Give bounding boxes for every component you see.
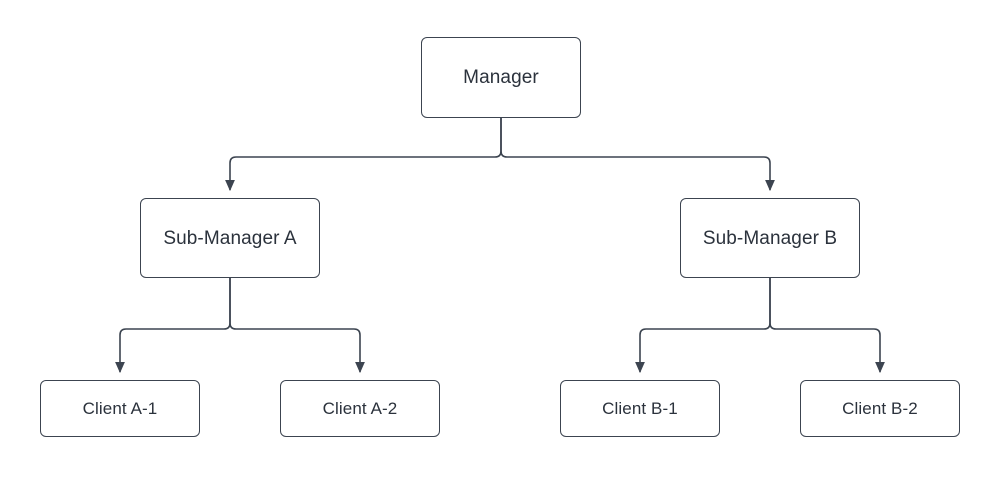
node-label-manager: Manager	[463, 67, 539, 88]
node-label-sub-manager-b: Sub-Manager B	[702, 227, 838, 249]
connector-manager-to-sub-manager-b[interactable]	[500, 118, 775, 192]
node-client-b-1[interactable]: Client B-1	[560, 380, 720, 437]
connector-sub-manager-b-to-client-b-1[interactable]	[635, 278, 771, 374]
node-client-b-2[interactable]: Client B-2	[800, 380, 960, 437]
node-sub-manager-a[interactable]: Sub-Manager A	[140, 198, 320, 278]
connector-sub-manager-a-to-client-a-2[interactable]	[229, 278, 365, 374]
node-sub-manager-b[interactable]: Sub-Manager B	[680, 198, 860, 278]
connector-sub-manager-b-to-client-b-2[interactable]	[769, 278, 885, 374]
connector-group	[115, 118, 885, 374]
node-manager[interactable]: Manager	[421, 37, 581, 118]
node-client-a-2[interactable]: Client A-2	[280, 380, 440, 437]
node-label-client-a-2: Client A-2	[322, 399, 398, 418]
connector-sub-manager-a-to-client-a-1[interactable]	[115, 278, 231, 374]
node-label-sub-manager-a: Sub-Manager A	[163, 227, 297, 249]
node-label-client-b-2: Client B-2	[842, 399, 918, 418]
node-label-client-b-1: Client B-1	[602, 399, 678, 418]
connector-manager-to-sub-manager-a[interactable]	[225, 118, 502, 192]
node-client-a-1[interactable]: Client A-1	[40, 380, 200, 437]
node-label-client-a-1: Client A-1	[82, 399, 158, 418]
